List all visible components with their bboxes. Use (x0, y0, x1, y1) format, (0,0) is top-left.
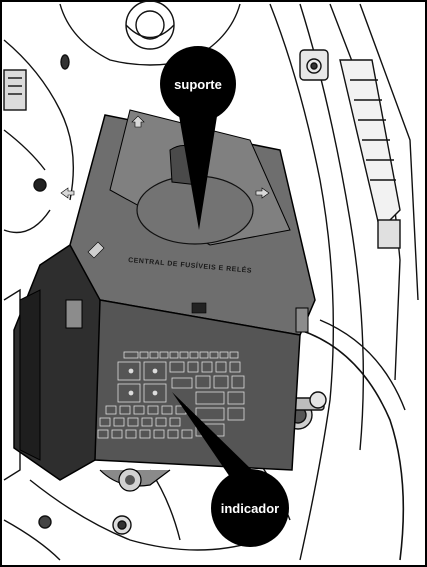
callout-indicador: indicador (172, 392, 289, 547)
fuse-box: CENTRAL DE FUSÍVEIS E RELÉS (13, 109, 316, 492)
arrow-icon (131, 115, 145, 128)
fuse-box-front (94, 299, 301, 471)
callout-suporte: suporte (160, 46, 236, 230)
callout-bubble (211, 469, 289, 547)
clip-icon (87, 241, 105, 259)
callout-label-suporte: suporte (174, 77, 222, 92)
arrow-icon (255, 187, 270, 199)
arrow-icon (60, 187, 75, 199)
callout-bubble (160, 46, 236, 122)
fuse-map-indicator (97, 351, 245, 439)
callout-label-indicador: indicador (221, 501, 280, 516)
